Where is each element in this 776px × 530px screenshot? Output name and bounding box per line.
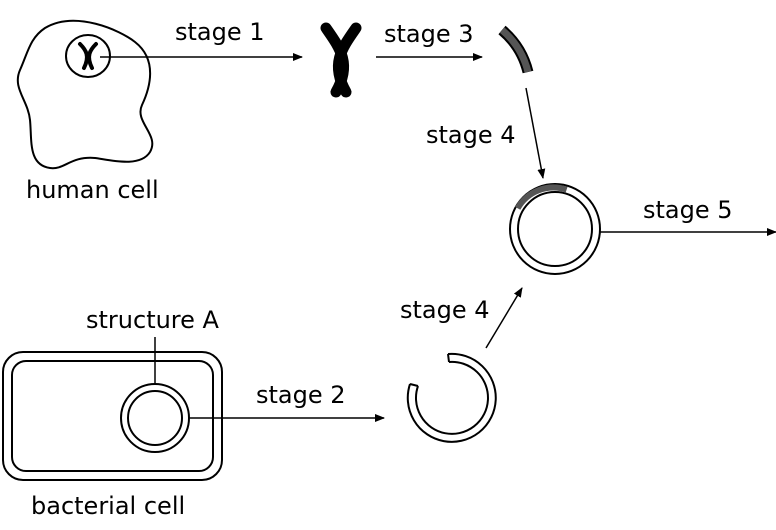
human-cell-caption: human cell xyxy=(26,176,159,204)
gene-fragment-fill xyxy=(499,27,532,73)
structure-a-inner xyxy=(127,390,183,446)
stage4-lower-arrow xyxy=(485,287,523,349)
inserted-gene-segment xyxy=(515,184,568,210)
nucleus-chromosome-icon xyxy=(78,42,98,70)
bacterial-cell-outer-wall xyxy=(2,351,223,481)
chromosome-icon xyxy=(320,22,362,98)
human-cell-outline xyxy=(16,19,154,170)
structure-a-outer xyxy=(120,383,190,453)
recombinant-plasmid-outer xyxy=(509,183,601,275)
open-plasmid-end-a xyxy=(447,353,450,363)
bacterial-cell-caption: bacterial cell xyxy=(31,492,185,520)
stage1-label: stage 1 xyxy=(175,18,265,46)
stage4-upper-arrow xyxy=(525,87,546,179)
stage4-upper-label: stage 4 xyxy=(426,121,516,149)
recombinant-plasmid-inner xyxy=(517,191,593,267)
stage4-lower-label: stage 4 xyxy=(400,296,490,324)
structure-a-label: structure A xyxy=(86,306,220,334)
bacterial-cell-inner-membrane xyxy=(11,360,214,472)
open-plasmid-outer xyxy=(406,352,497,443)
stage3-label: stage 3 xyxy=(384,20,474,48)
stage5-label: stage 5 xyxy=(643,196,733,224)
human-nucleus xyxy=(65,34,111,78)
open-plasmid-inner xyxy=(415,360,489,435)
stage2-label: stage 2 xyxy=(256,381,346,409)
open-plasmid-end-b xyxy=(409,383,419,387)
